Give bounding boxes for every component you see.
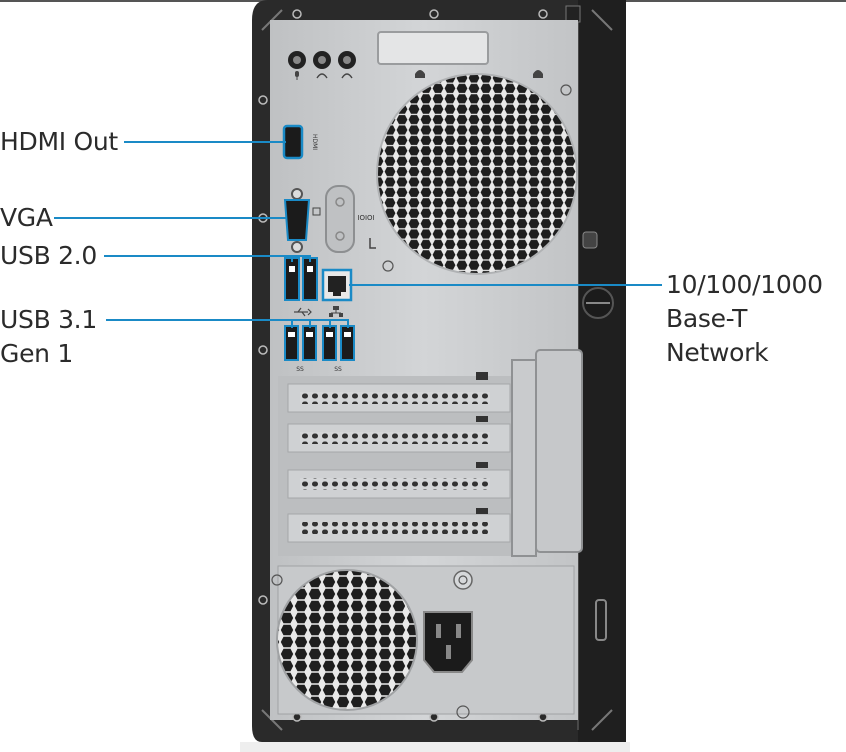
usb2-callout-line (104, 255, 311, 262)
audio-jacks (288, 51, 356, 80)
network-port (321, 268, 353, 302)
microphone-icon (295, 71, 299, 80)
network-icon (329, 306, 343, 317)
usb3-mark-left: SS (296, 366, 304, 373)
usb-icon (294, 307, 312, 317)
hdmi-port: HDMI (282, 124, 318, 160)
main-fan-vent (376, 73, 578, 275)
usb3-label-line2: Gen 1 (0, 339, 73, 368)
expansion-slots (278, 346, 606, 557)
usb3-callout-line (106, 319, 349, 328)
usb3-label-line1: USB 3.1 (0, 305, 97, 334)
headphone-icon (316, 73, 328, 79)
callout-lines (54, 141, 662, 328)
usb2-label: USB 2.0 (0, 241, 97, 270)
usb3-mark-right: SS (334, 366, 342, 373)
serial-port-mark: IOIOI (357, 214, 374, 222)
hdmi-out-label: HDMI Out (0, 127, 118, 156)
hdmi-port-mark: HDMI (311, 134, 318, 150)
network-label-line3: Network (666, 338, 769, 367)
network-label-line1: 10/100/1000 (666, 270, 823, 299)
network-label-line2: Base-T (666, 304, 748, 333)
top-handle (377, 31, 489, 65)
base-shadow (240, 742, 630, 752)
line-out-icon (341, 73, 353, 79)
power-supply (271, 565, 575, 719)
power-inlet (423, 611, 473, 673)
vga-port (283, 188, 321, 253)
ground-icon (415, 70, 543, 78)
serial-port-knockout: IOIOI (325, 185, 376, 253)
vga-label: VGA (0, 203, 53, 232)
padlock-loop (582, 287, 614, 319)
